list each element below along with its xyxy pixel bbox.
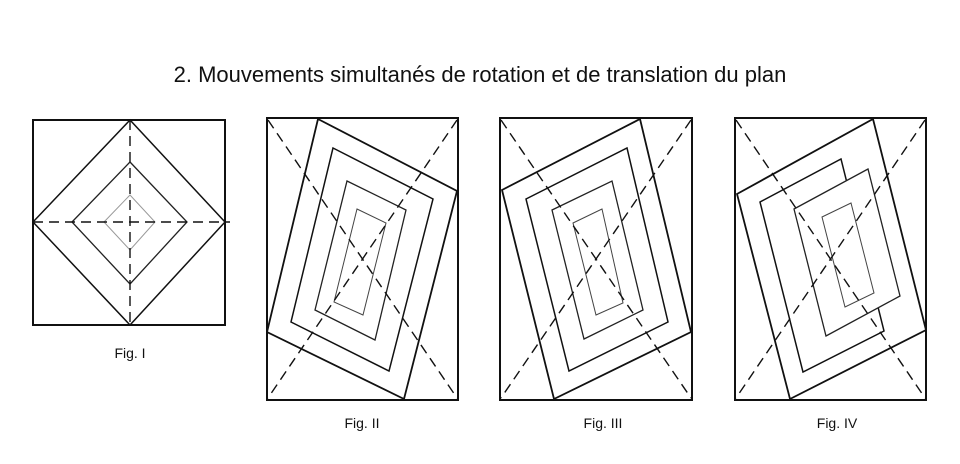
figure-1-label: Fig. I bbox=[114, 345, 145, 361]
diagram-title: 2. Mouvements simultanés de rotation et … bbox=[174, 62, 787, 87]
rotated-rect-4 bbox=[821, 202, 875, 308]
rotated-rect-4 bbox=[333, 208, 387, 316]
figure-2-frame bbox=[266, 117, 459, 401]
figure-3: Fig. III bbox=[499, 117, 693, 431]
figure-2-label: Fig. II bbox=[344, 415, 379, 431]
diagonal-dashed bbox=[735, 119, 926, 399]
figure-3-frame bbox=[499, 117, 693, 401]
rotated-rect-4 bbox=[572, 208, 624, 316]
figure-3-label: Fig. III bbox=[584, 415, 623, 431]
figure-2: Fig. II bbox=[265, 117, 459, 431]
diagonal-dashed bbox=[267, 119, 458, 399]
diagonal-dashed bbox=[500, 119, 692, 399]
figure-4-label: Fig. IV bbox=[817, 415, 858, 431]
figure-4-frame bbox=[734, 117, 927, 401]
figure-1: Fig. I bbox=[31, 118, 230, 361]
figure-4: Fig. IV bbox=[734, 117, 928, 431]
